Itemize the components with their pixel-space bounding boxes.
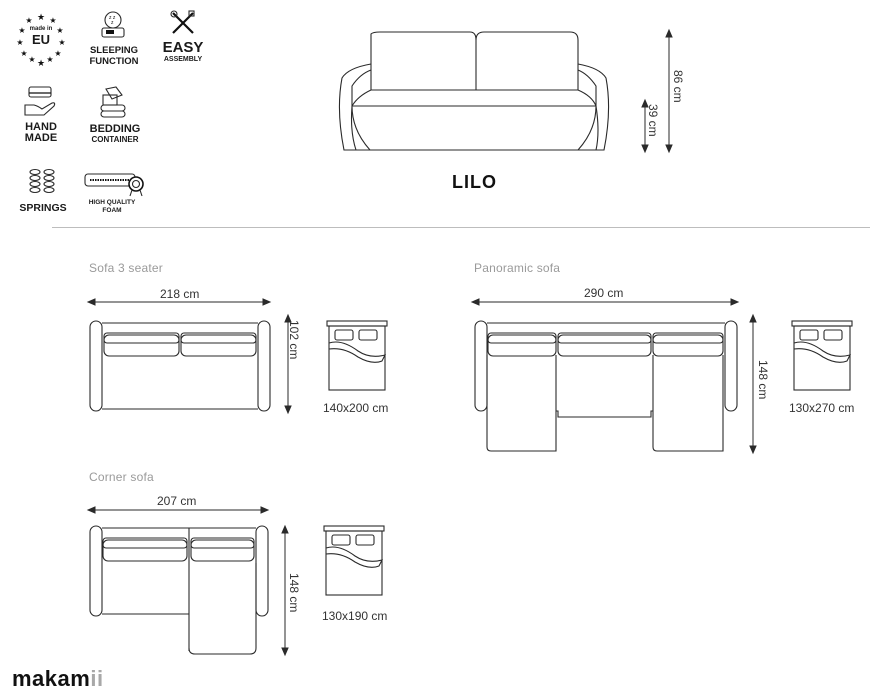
corner-sofa-top-view (86, 506, 385, 657)
svg-text:★: ★ (49, 16, 56, 25)
product-name: LILO (452, 172, 497, 192)
depth-label: 102 cm (287, 320, 301, 360)
feature-label-line2: FUNCTION (89, 56, 139, 67)
eu-stars-icon: ★ ★ ★ ★ ★ ★ ★ ★ ★ ★ ★ ★ (16, 12, 65, 68)
feature-label-line2: CONTAINER (91, 135, 139, 144)
feature-label-line1: EASY (162, 39, 204, 56)
svg-text:★: ★ (37, 58, 45, 68)
svg-text:★: ★ (28, 55, 35, 64)
feature-label-line1: BEDDING (89, 123, 141, 135)
width-label: 207 cm (157, 494, 197, 508)
springs-icon (29, 168, 55, 194)
hand-sofa-icon (24, 86, 56, 116)
svg-text:★: ★ (16, 38, 23, 47)
sleeping-icon: z z z (101, 11, 125, 38)
panoramic-sofa-top-view (470, 298, 853, 455)
foam-badge-icon (84, 173, 144, 197)
svg-text:★: ★ (25, 16, 32, 25)
feature-label-line1: HAND (25, 121, 57, 133)
svg-text:★: ★ (37, 12, 45, 22)
feature-label-line1: SPRINGS (19, 202, 67, 214)
svg-text:★: ★ (58, 38, 65, 47)
sofa-front-view (338, 28, 673, 154)
svg-text:★: ★ (46, 55, 53, 64)
section-title: Panoramic sofa (474, 261, 561, 275)
svg-text:★: ★ (56, 26, 63, 35)
feature-label-line1: SLEEPING (89, 45, 139, 56)
width-label: 290 cm (584, 286, 624, 300)
section-title: Corner sofa (89, 470, 154, 484)
bed-size-label: 130x270 cm (789, 401, 855, 415)
tools-icon (170, 10, 195, 34)
feature-label-line1: HIGH QUALITY (88, 199, 136, 206)
brand-name-accent: ii (90, 666, 104, 691)
depth-label: 148 cm (756, 360, 770, 400)
section-divider (52, 227, 870, 228)
feature-label-line2: ASSEMBLY (163, 56, 203, 63)
height-total-label: 86 cm (671, 70, 685, 103)
feature-label-line2: EU (31, 32, 51, 47)
svg-text:★: ★ (18, 26, 25, 35)
bed-size-label: 130x190 cm (322, 609, 388, 623)
seat-height-label: 39 cm (646, 104, 660, 137)
svg-text:★: ★ (54, 49, 61, 58)
bed-size-label: 140x200 cm (323, 401, 389, 415)
depth-label: 148 cm (287, 573, 301, 613)
brand-name-main: makam (12, 666, 91, 691)
feature-label-line1: made in (29, 26, 53, 32)
feature-label-line2: FOAM (102, 207, 122, 214)
feature-label-line2: MADE (24, 132, 58, 144)
svg-text:★: ★ (20, 49, 27, 58)
svg-text:z z: z z (109, 15, 116, 21)
section-title: Sofa 3 seater (89, 261, 163, 275)
svg-text:z: z (111, 20, 114, 26)
brand-logo: makamii (12, 666, 104, 692)
bedding-icon (100, 86, 126, 118)
sofa-3-seater-top-view (86, 298, 388, 415)
width-label: 218 cm (160, 287, 200, 301)
